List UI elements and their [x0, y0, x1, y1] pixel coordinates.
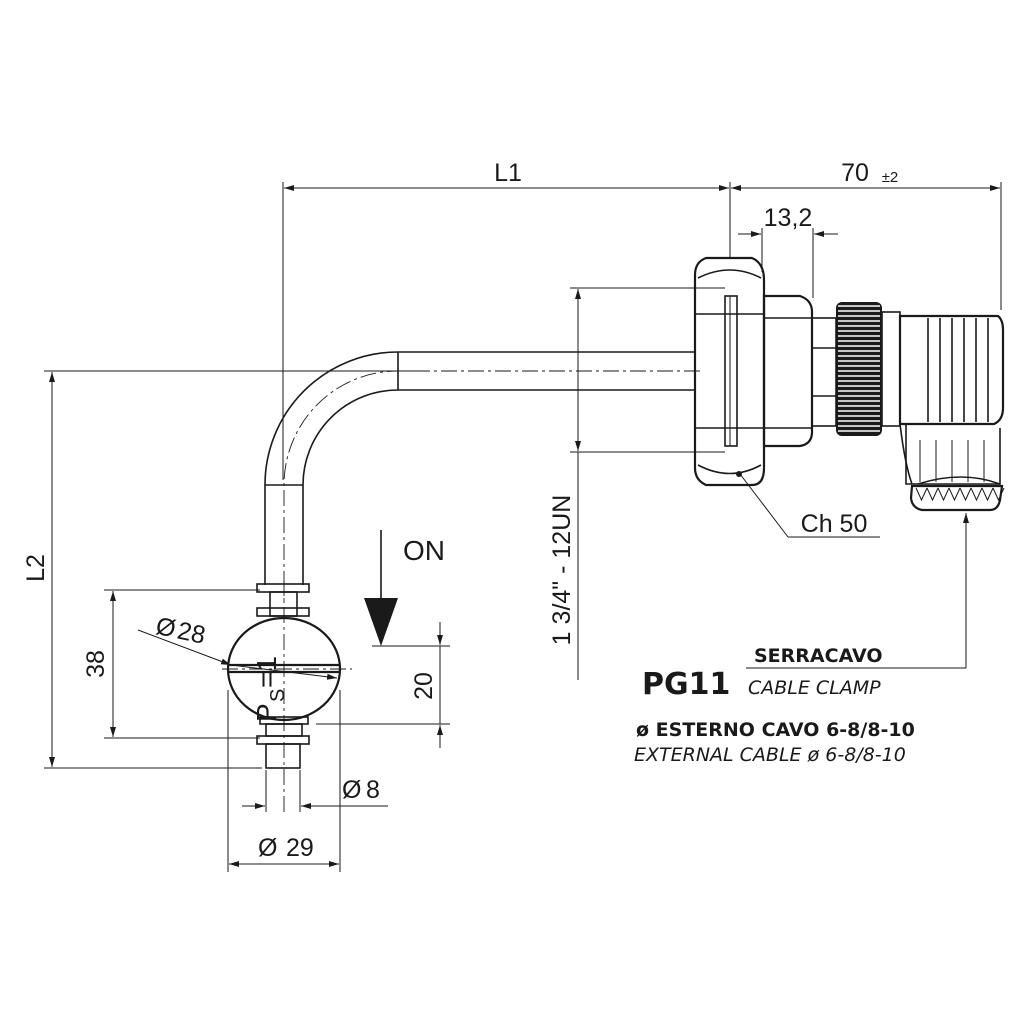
- on-label: ON: [403, 535, 445, 566]
- dimension-l1: L1: [282, 159, 731, 480]
- gland-tooth: [948, 487, 961, 502]
- cable-clamp-callout: PG11 SERRACAVO CABLE CLAMP ø ESTERNO CAV…: [634, 513, 969, 766]
- ps-p: P: [251, 703, 282, 722]
- tube: [264, 351, 700, 600]
- gland-tooth: [959, 487, 972, 502]
- down-arrow-icon: [364, 598, 398, 646]
- knurled-ring: [836, 302, 901, 436]
- thread-label: 1 3/4" - 12UN: [548, 495, 576, 646]
- dimension-d29: Ø 29: [227, 690, 341, 872]
- connector-body: [898, 314, 1005, 512]
- dimension-38: 38: [82, 589, 260, 739]
- dim-70-label: 70: [841, 159, 869, 187]
- pg11-label: PG11: [642, 667, 730, 702]
- d28-label: 28: [175, 617, 208, 650]
- dim-13-2-label: 13,2: [764, 204, 813, 232]
- hex-fitting: [693, 256, 766, 487]
- esterno-cavo-label: ø ESTERNO CAVO 6-8/8-10: [636, 719, 915, 741]
- external-cable-label: EXTERNAL CABLE ø 6-8/8-10: [634, 744, 906, 766]
- dim-70-tolerance: ±2: [882, 169, 899, 186]
- gland-tooth: [915, 487, 928, 502]
- l2-label: L2: [22, 554, 50, 582]
- d8-label: 8: [366, 776, 380, 804]
- dimension-70: 70 ±2: [731, 159, 1002, 310]
- threaded-nipple: [762, 294, 837, 448]
- on-indicator: ON: [364, 530, 445, 646]
- l1-label: L1: [494, 159, 522, 187]
- gland-tooth: [970, 487, 983, 502]
- d28-symbol: Ø: [153, 612, 178, 643]
- dimension-ch50: Ch 50: [739, 473, 880, 538]
- gland-tooth: [937, 487, 950, 502]
- d29-label: 29: [286, 834, 314, 862]
- d29-symbol: Ø: [258, 834, 277, 862]
- d38-label: 38: [82, 650, 110, 678]
- ch50-label: Ch 50: [801, 510, 868, 538]
- cable-clamp-label: CABLE CLAMP: [748, 677, 881, 699]
- d20-label: 20: [410, 672, 438, 700]
- dimension-20: 20: [316, 622, 450, 748]
- gland-tooth: [992, 487, 1005, 502]
- d8-symbol: Ø: [342, 776, 361, 804]
- dimension-l2: L2: [22, 370, 420, 769]
- dimension-thread: 1 3/4" - 12UN: [548, 287, 725, 680]
- dimension-d8: Ø 8: [242, 770, 388, 812]
- ps-label: P S =1: [251, 656, 289, 722]
- dimension-13-2: 13,2: [738, 204, 838, 298]
- ps-s: S: [267, 689, 289, 702]
- float-assembly: [222, 580, 352, 812]
- gland-tooth: [926, 487, 939, 502]
- ps-value: =1: [251, 656, 282, 688]
- gland-tooth: [981, 487, 994, 502]
- serracavo-label: SERRACAVO: [754, 645, 883, 667]
